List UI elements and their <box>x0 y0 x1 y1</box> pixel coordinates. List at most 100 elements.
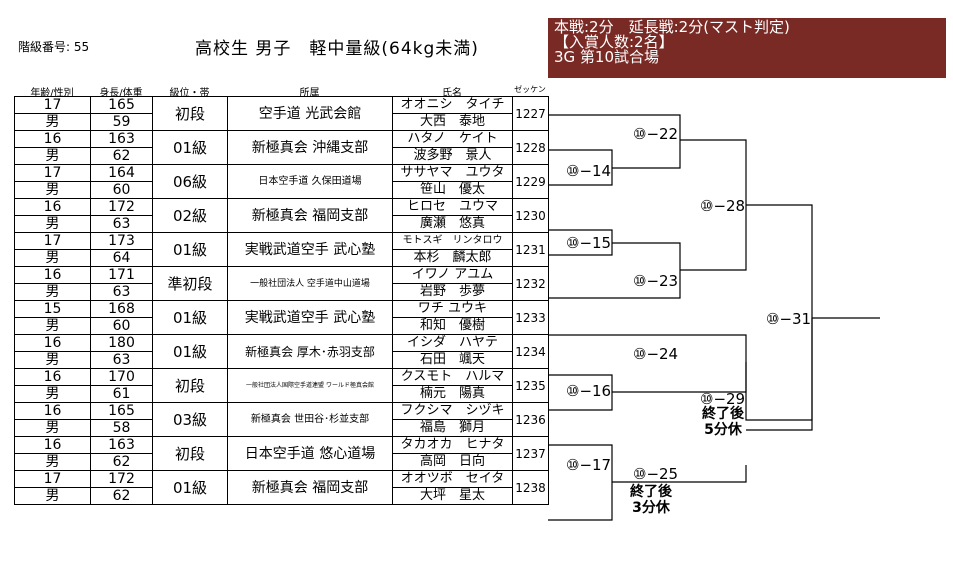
header-name: 氏名 <box>442 88 462 99</box>
gender: 男 <box>14 487 91 505</box>
table-row: 男 62 大坪 星太 <box>14 487 549 505</box>
table-row: 男 59 大西 泰地 <box>14 113 549 131</box>
match-m28: ⑩−28 <box>700 197 746 215</box>
dojo: 一般社団法人 空手道中山道場 <box>227 266 393 301</box>
name-kana: クスモト ハルマ <box>392 368 513 386</box>
height: 180 <box>90 334 153 352</box>
rest-note-line: 5分休 <box>704 422 742 438</box>
table-row: 16 171 準初段 一般社団法人 空手道中山道場 イワノ アユム 1232 <box>14 266 549 301</box>
match-m23: ⑩−23 <box>633 272 679 290</box>
table-row: 15 168 01級 実戦武道空手 武心塾 ワチ ユウキ 1233 <box>14 300 549 335</box>
header-grade: 級位・帯 <box>169 88 210 99</box>
bib-number: 1227 <box>512 96 549 131</box>
grade: 02級 <box>152 198 228 233</box>
match-m31: ⑩−31 <box>766 310 812 328</box>
table-row: 男 62 波多野 景人 <box>14 147 549 165</box>
name-kanji: 和知 優樹 <box>392 317 513 335</box>
grade: 01級 <box>152 232 228 267</box>
height: 170 <box>90 368 153 386</box>
bib-number: 1228 <box>512 130 549 165</box>
page-title: 高校生 男子 軽中量級(64kg未満) <box>195 39 479 59</box>
gender: 男 <box>14 215 91 233</box>
header-height-weight: 身長/体重 <box>99 88 143 99</box>
height: 165 <box>90 402 153 420</box>
match-m16: ⑩−16 <box>566 382 612 400</box>
name-kana: ササヤマ ユウタ <box>392 164 513 182</box>
table-row: 男 62 高岡 日向 <box>14 453 549 471</box>
grade: 01級 <box>152 334 228 369</box>
rest-note-line: 3分休 <box>632 500 670 516</box>
dojo: 一般社団法人国際空手道連盟 ワールド極真会館 <box>227 368 393 403</box>
dojo: 日本空手道 久保田道場 <box>227 164 393 199</box>
height: 172 <box>90 470 153 488</box>
match-m15: ⑩−15 <box>566 234 612 252</box>
grade: 06級 <box>152 164 228 199</box>
name-kana: ハタノ ケイト <box>392 130 513 148</box>
name-kanji: 本杉 麟太郎 <box>392 249 513 267</box>
table-row: 16 180 01級 新極真会 厚木･赤羽支部 イシダ ハヤテ 1234 <box>14 334 549 369</box>
dojo: 実戦武道空手 武心塾 <box>227 232 393 267</box>
height: 165 <box>90 96 153 114</box>
grade: 準初段 <box>152 266 228 301</box>
table-row: 男 64 本杉 麟太郎 <box>14 249 549 267</box>
table-row: 17 164 06級 日本空手道 久保田道場 ササヤマ ユウタ 1229 <box>14 164 549 199</box>
name-kana: イシダ ハヤテ <box>392 334 513 352</box>
table-row: 男 58 福島 獅月 <box>14 419 549 437</box>
bracket-m29 <box>745 318 813 421</box>
weight: 59 <box>90 113 153 131</box>
grade: 初段 <box>152 96 228 131</box>
dojo: 新極真会 厚木･赤羽支部 <box>227 334 393 369</box>
name-kana: オオニシ タイチ <box>392 96 513 114</box>
header-bib: ゼッケン <box>514 85 546 94</box>
bib-number: 1236 <box>512 402 549 437</box>
dojo: 新極真会 福岡支部 <box>227 198 393 233</box>
bracket-m25 <box>612 465 747 483</box>
info-line-time: 本戦:2分 延長戦:2分(マスト判定) <box>554 18 790 36</box>
dojo: 新極真会 世田谷･杉並支部 <box>227 402 393 437</box>
dojo: 新極真会 沖縄支部 <box>227 130 393 165</box>
match-m24: ⑩−24 <box>633 345 679 363</box>
table-row: 17 173 01級 実戦武道空手 武心塾 モトスギ リンタロウ 1231 <box>14 232 549 267</box>
entry-table: 17 165 初段 空手道 光武会館 オオニシ タイチ 1227 男 59 大西… <box>14 96 549 505</box>
match-m17: ⑩−17 <box>566 456 612 474</box>
class-number: 階級番号: 55 <box>18 40 90 54</box>
height: 172 <box>90 198 153 216</box>
header-age-gender: 年齢/性別 <box>30 88 74 99</box>
info-line-court: 3G 第10試合場 <box>554 48 660 66</box>
match-m22: ⑩−22 <box>633 125 679 143</box>
match-m14: ⑩−14 <box>566 162 612 180</box>
name-kana: イワノ アユム <box>392 266 513 284</box>
weight: 62 <box>90 453 153 471</box>
rest-note-m25: 終了後 3分休 <box>618 484 684 516</box>
table-row: 男 61 楠元 陽真 <box>14 385 549 403</box>
match-m25: ⑩−25 <box>633 465 679 483</box>
dojo: 空手道 光武会館 <box>227 96 393 131</box>
match-m29: ⑩−29 <box>700 390 746 408</box>
bib-number: 1238 <box>512 470 549 505</box>
weight: 64 <box>90 249 153 267</box>
info-box: 本戦:2分 延長戦:2分(マスト判定) 【入賞人数:2名】 3G 第10試合場 <box>548 18 946 78</box>
weight: 62 <box>90 147 153 165</box>
table-row: 16 172 02級 新極真会 福岡支部 ヒロセ ユウマ 1230 <box>14 198 549 233</box>
dojo: 実戦武道空手 武心塾 <box>227 300 393 335</box>
dojo: 新極真会 福岡支部 <box>227 470 393 505</box>
grade: 01級 <box>152 130 228 165</box>
name-kanji: 福島 獅月 <box>392 419 513 437</box>
weight: 58 <box>90 419 153 437</box>
table-row: 16 170 初段 一般社団法人国際空手道連盟 ワールド極真会館 クスモト ハル… <box>14 368 549 403</box>
name-kanji: 大坪 星太 <box>392 487 513 505</box>
info-line-winners: 【入賞人数:2名】 <box>554 33 674 51</box>
bib-number: 1230 <box>512 198 549 233</box>
bib-number: 1229 <box>512 164 549 199</box>
rest-note-m29: 終了後 5分休 <box>690 406 756 438</box>
bib-number: 1231 <box>512 232 549 267</box>
header-dojo: 所属 <box>299 88 320 99</box>
name-kanji: 楠元 陽真 <box>392 385 513 403</box>
rest-note-line: 終了後 <box>702 406 744 422</box>
weight: 60 <box>90 181 153 199</box>
bib-number: 1234 <box>512 334 549 369</box>
weight: 62 <box>90 487 153 505</box>
grade: 01級 <box>152 470 228 505</box>
bib-number: 1232 <box>512 266 549 301</box>
